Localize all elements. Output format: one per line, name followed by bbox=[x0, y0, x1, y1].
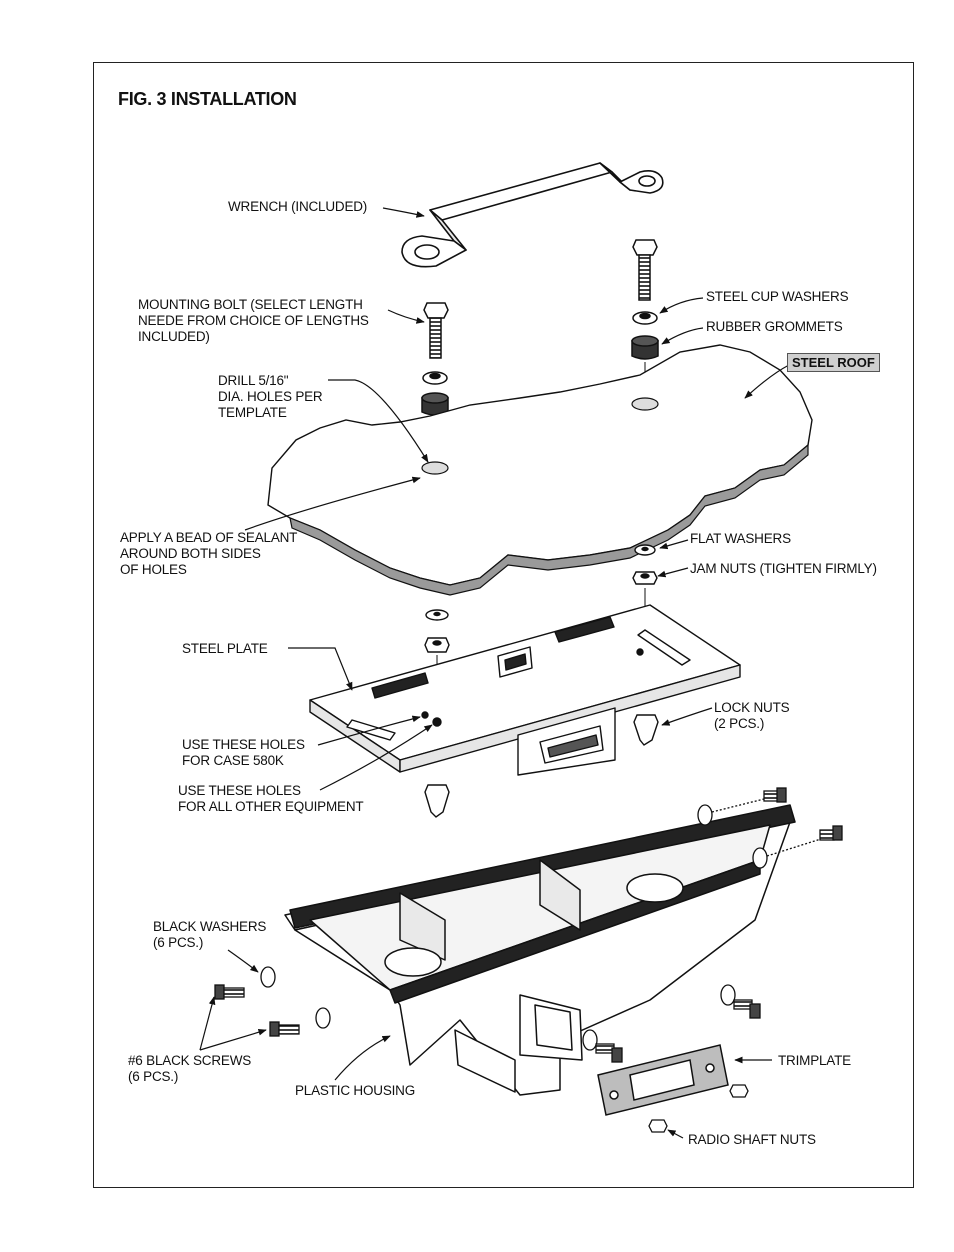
black-screw-front-2 bbox=[720, 984, 761, 1019]
black-screw-top-2 bbox=[752, 825, 843, 869]
steel-roof bbox=[267, 344, 813, 596]
label-black-washers: BLACK WASHERS (6 PCS.) bbox=[153, 919, 267, 950]
black-screw-top-1 bbox=[697, 787, 787, 826]
flat-washer bbox=[634, 544, 656, 556]
plastic-housing bbox=[284, 804, 796, 1096]
label-trimplate: TRIMPLATE bbox=[778, 1053, 851, 1068]
radio-shaft-nut-2 bbox=[648, 1119, 668, 1133]
jam-nut bbox=[632, 571, 658, 585]
label-jam-nuts: JAM NUTS (TIGHTEN FIRMLY) bbox=[690, 561, 877, 576]
label-steel-plate: STEEL PLATE bbox=[182, 641, 268, 656]
label-radio-shaft-nuts: RADIO SHAFT NUTS bbox=[688, 1132, 816, 1147]
lock-nut-left bbox=[424, 784, 450, 818]
rubber-grommet-left bbox=[421, 392, 449, 416]
black-screw-front-1 bbox=[582, 1029, 623, 1063]
mounting-bolt-right bbox=[632, 239, 658, 301]
steel-cup-washer-right bbox=[632, 311, 658, 325]
radio-shaft-nut-1 bbox=[729, 1084, 749, 1098]
flat-washer-left bbox=[424, 609, 450, 653]
label-drill-holes: DRILL 5/16" DIA. HOLES PER TEMPLATE bbox=[218, 373, 323, 420]
label-steel-cup-washers: STEEL CUP WASHERS bbox=[706, 289, 849, 304]
label-wrench: WRENCH (INCLUDED) bbox=[228, 199, 368, 214]
label-flat-washers: FLAT WASHERS bbox=[690, 531, 791, 546]
trimplate bbox=[597, 1044, 729, 1116]
mounting-bolt-left bbox=[423, 302, 449, 359]
label-mounting-bolt: MOUNTING BOLT (SELECT LENGTH NEEDE FROM … bbox=[138, 297, 369, 344]
black-screw-left-2 bbox=[269, 1007, 331, 1037]
leader-lines bbox=[199, 207, 790, 1139]
label-steel-roof: STEEL ROOF bbox=[787, 353, 880, 372]
label-holes-case-580k: USE THESE HOLES FOR CASE 580K bbox=[182, 737, 305, 768]
label-sealant: APPLY A BEAD OF SEALANT AROUND BOTH SIDE… bbox=[120, 530, 298, 577]
rubber-grommet-right bbox=[631, 335, 659, 360]
figure-frame bbox=[93, 62, 914, 1188]
steel-plate bbox=[309, 604, 741, 776]
label-black-screws: #6 BLACK SCREWS (6 PCS.) bbox=[128, 1053, 252, 1084]
label-holes-other-equipment: USE THESE HOLES FOR ALL OTHER EQUIPMENT bbox=[178, 783, 364, 814]
black-screw-left-1 bbox=[214, 966, 276, 1000]
steel-cup-washer-left bbox=[422, 371, 448, 385]
figure-title: FIG. 3 INSTALLATION bbox=[118, 89, 297, 109]
label-rubber-grommets: RUBBER GROMMETS bbox=[706, 319, 843, 334]
label-plastic-housing: PLASTIC HOUSING bbox=[295, 1083, 416, 1098]
wrench bbox=[401, 162, 664, 268]
label-lock-nuts: LOCK NUTS (2 PCS.) bbox=[714, 700, 790, 731]
lock-nut-right bbox=[633, 714, 659, 746]
